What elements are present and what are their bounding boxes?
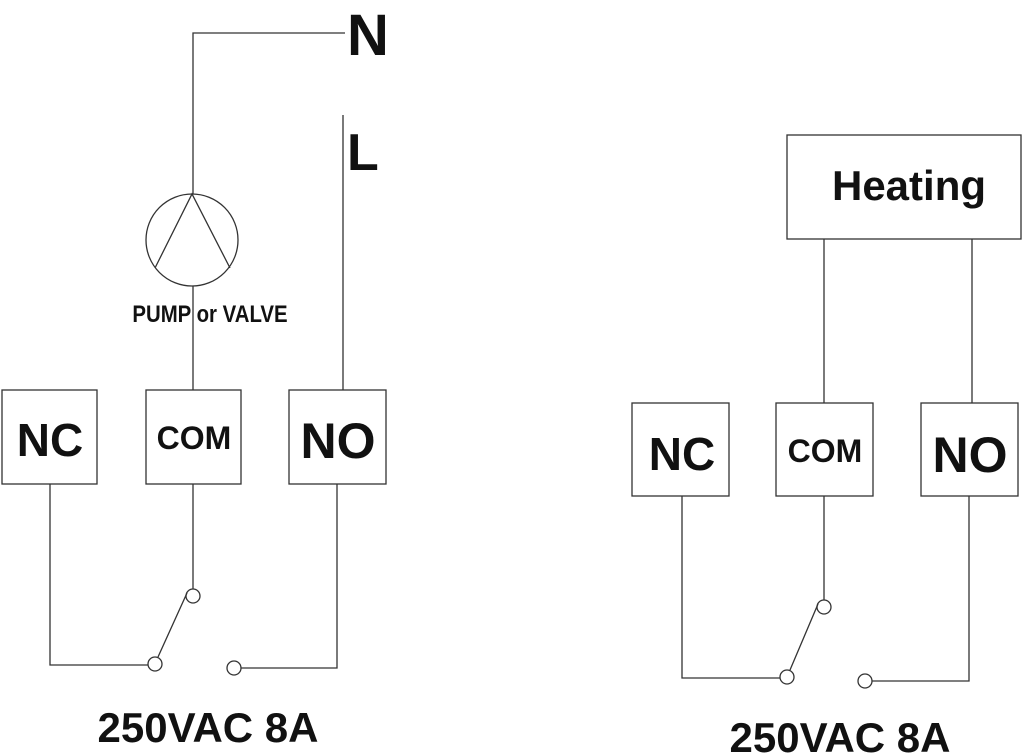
pump-label: PUMP or VALVE <box>132 300 287 327</box>
terminal-nc-label: NC <box>17 414 83 466</box>
switch-icon <box>147 588 242 676</box>
rating-label: 250VAC 8A <box>730 714 951 755</box>
terminal-no-label: NO <box>933 427 1008 483</box>
live-label: L <box>347 124 379 182</box>
neutral-wire <box>192 32 345 194</box>
terminal-no-label: NO <box>301 413 376 469</box>
terminal-com-label: COM <box>788 433 863 469</box>
heating-box <box>786 134 1022 240</box>
terminal-no <box>920 402 1019 497</box>
left-diagram: N L PUMP or VALVE NC COM NO 250VAC 8A <box>1 3 389 751</box>
no-wire <box>872 496 970 682</box>
terminal-nc <box>1 389 98 485</box>
right-diagram: Heating NC COM NO 250VAC 8A <box>631 134 1022 755</box>
heating-label: Heating <box>832 162 986 209</box>
terminal-com <box>775 402 874 497</box>
terminal-com <box>145 389 242 485</box>
terminal-com-label: COM <box>157 420 232 456</box>
nc-wire <box>49 484 148 666</box>
rating-label: 250VAC 8A <box>98 704 319 751</box>
neutral-label: N <box>347 3 389 68</box>
no-wire <box>241 484 338 669</box>
terminal-nc <box>631 402 730 497</box>
nc-wire <box>681 496 780 679</box>
switch-icon <box>779 599 873 689</box>
terminal-nc-label: NC <box>649 428 715 480</box>
terminal-no <box>288 389 387 485</box>
pump-icon <box>145 192 239 287</box>
